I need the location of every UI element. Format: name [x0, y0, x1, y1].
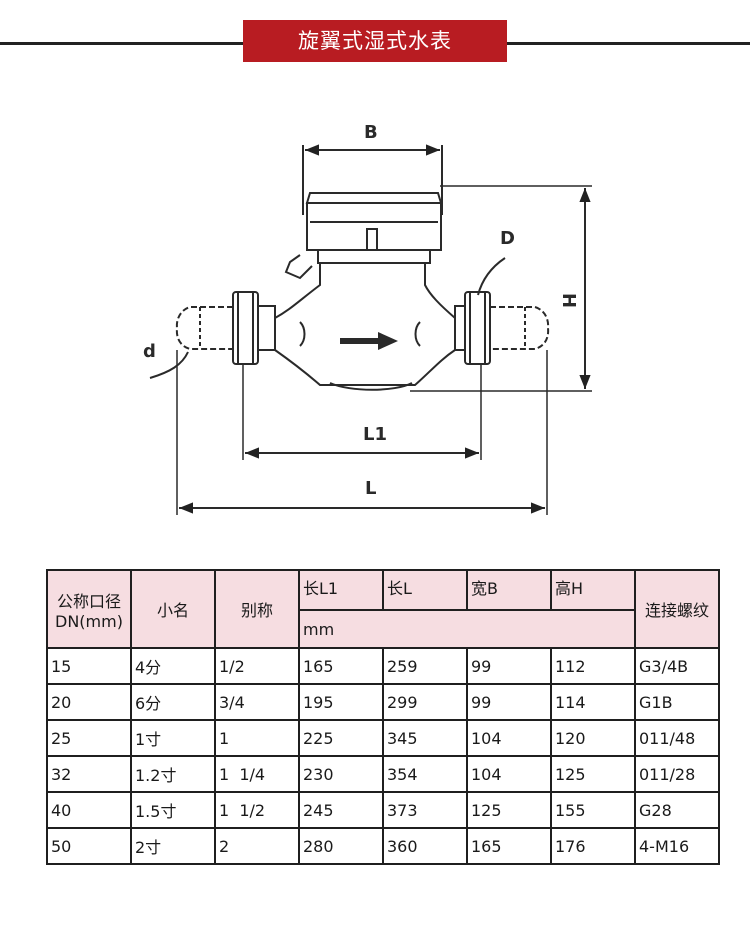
cell-dn: 40	[46, 791, 132, 829]
left-body-thread	[257, 305, 276, 351]
meter-seal	[366, 228, 378, 251]
cell-l1: 245	[298, 791, 384, 829]
cell-alias: 1 1/4	[214, 755, 300, 793]
flow-direction-arrow	[340, 332, 398, 350]
header-h: 高H	[550, 569, 636, 611]
cell-b: 104	[466, 755, 552, 793]
cell-alias: 3/4	[214, 683, 300, 721]
header-alias: 别称	[214, 569, 300, 649]
header-b: 宽B	[466, 569, 552, 611]
left-tailpiece	[175, 306, 233, 350]
cell-thread: G28	[634, 791, 720, 829]
label-d-lower: d	[143, 341, 156, 362]
meter-body	[274, 263, 456, 386]
cell-h: 125	[550, 755, 636, 793]
cell-b: 104	[466, 719, 552, 757]
cell-thread: 4-M16	[634, 827, 720, 865]
header-l: 长L	[382, 569, 468, 611]
right-tailpiece	[490, 306, 550, 350]
page-title: 旋翼式湿式水表	[243, 20, 507, 62]
left-union-nut	[232, 291, 259, 365]
cell-b: 165	[466, 827, 552, 865]
header-thread: 连接螺纹	[634, 569, 720, 649]
cell-l1: 165	[298, 647, 384, 685]
header-dn-line2: DN(mm)	[55, 611, 123, 631]
cell-dn: 20	[46, 683, 132, 721]
cell-small-name: 1寸	[130, 719, 216, 757]
cell-l: 345	[382, 719, 468, 757]
label-h: H	[558, 293, 579, 308]
cell-l: 360	[382, 827, 468, 865]
cell-alias: 1	[214, 719, 300, 757]
right-body-thread	[454, 305, 466, 351]
cell-l: 259	[382, 647, 468, 685]
cell-h: 120	[550, 719, 636, 757]
dim-lower-d-leader	[149, 351, 189, 379]
meter-register	[306, 202, 442, 251]
header-dn-line1: 公称口径	[56, 591, 121, 611]
cell-alias: 1 1/2	[214, 791, 300, 829]
cell-alias: 2	[214, 827, 300, 865]
cell-l1: 195	[298, 683, 384, 721]
meter-lid	[305, 192, 443, 204]
cell-b: 125	[466, 791, 552, 829]
label-d-upper: D	[500, 228, 515, 249]
cell-h: 112	[550, 647, 636, 685]
label-l1: L1	[363, 424, 387, 445]
meter-latch	[284, 254, 313, 280]
cell-l1: 230	[298, 755, 384, 793]
cell-small-name: 4分	[130, 647, 216, 685]
cell-b: 99	[466, 647, 552, 685]
cell-l1: 280	[298, 827, 384, 865]
cell-small-name: 1.2寸	[130, 755, 216, 793]
cell-b: 99	[466, 683, 552, 721]
cell-small-name: 6分	[130, 683, 216, 721]
right-union-nut	[464, 291, 491, 365]
cell-l1: 225	[298, 719, 384, 757]
cell-thread: G3/4B	[634, 647, 720, 685]
header-small-name: 小名	[130, 569, 216, 649]
header-dn: 公称口径 DN(mm)	[46, 569, 132, 649]
cell-dn: 32	[46, 755, 132, 793]
cell-dn: 25	[46, 719, 132, 757]
cell-dn: 50	[46, 827, 132, 865]
cell-thread: 011/48	[634, 719, 720, 757]
cell-l: 354	[382, 755, 468, 793]
header-unit: mm	[298, 609, 636, 649]
cell-thread: 011/28	[634, 755, 720, 793]
cell-l: 373	[382, 791, 468, 829]
cell-h: 176	[550, 827, 636, 865]
water-meter-diagram: B D H d L1 L	[143, 122, 592, 515]
cell-alias: 1/2	[214, 647, 300, 685]
dim-d-leader	[477, 257, 506, 296]
meter-collar	[317, 249, 431, 264]
cell-small-name: 2寸	[130, 827, 216, 865]
cell-thread: G1B	[634, 683, 720, 721]
label-l: L	[365, 478, 376, 499]
cell-small-name: 1.5寸	[130, 791, 216, 829]
cell-h: 155	[550, 791, 636, 829]
cell-dn: 15	[46, 647, 132, 685]
spec-table: 公称口径 DN(mm) 小名 别称 长L1 长L 宽B 高H 连接螺纹 mm 1…	[46, 569, 720, 865]
label-b: B	[364, 122, 378, 143]
cell-l: 299	[382, 683, 468, 721]
cell-h: 114	[550, 683, 636, 721]
header-l1: 长L1	[298, 569, 384, 611]
